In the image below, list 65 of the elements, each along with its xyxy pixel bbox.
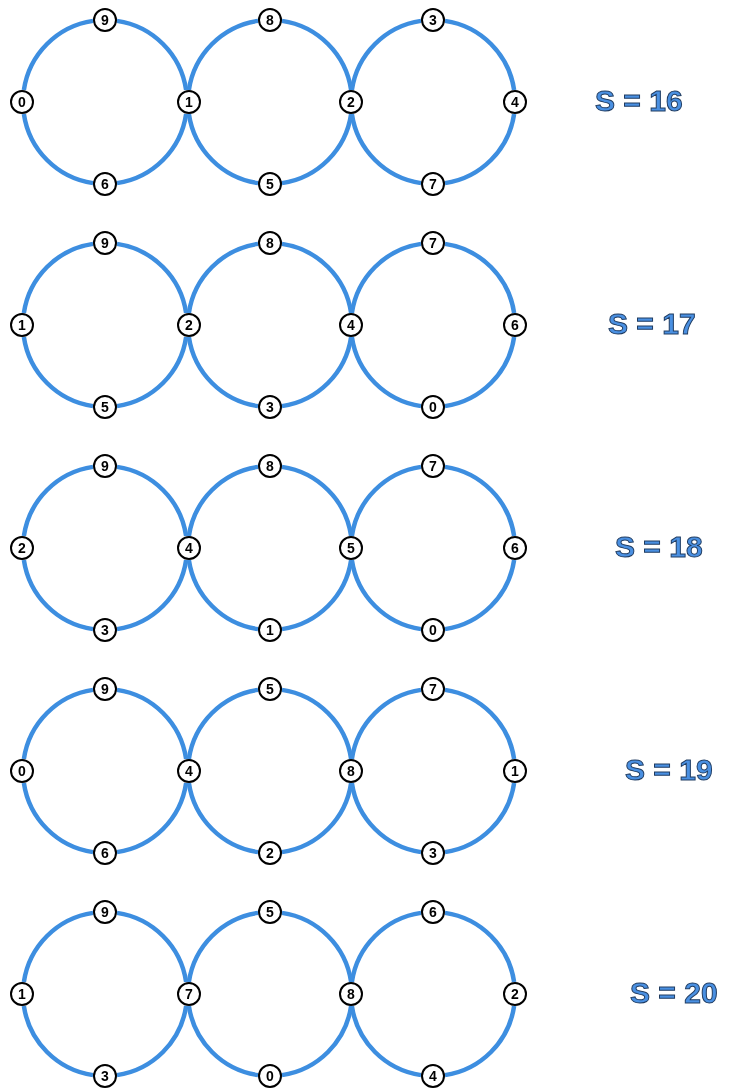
ring-arc <box>281 687 354 760</box>
ring-arc <box>186 910 259 983</box>
ring-arc <box>281 559 354 632</box>
ring-arc <box>21 1005 94 1078</box>
ring-arc <box>21 559 94 632</box>
ring-arc <box>186 464 259 537</box>
ring-arc <box>444 782 517 855</box>
ring-arc <box>349 1005 422 1078</box>
ring-arc <box>444 336 517 409</box>
ring-arc <box>349 910 422 983</box>
ring-arc <box>281 464 354 537</box>
ring-arc <box>21 782 94 855</box>
ring-arc <box>21 336 94 409</box>
ring-arc <box>116 559 189 632</box>
ring-arc <box>281 18 354 91</box>
ring-arc <box>116 336 189 409</box>
ring-arc <box>444 910 517 983</box>
ring-arc <box>21 687 94 760</box>
ring-arc <box>349 113 422 186</box>
ring-arc <box>186 782 259 855</box>
ring-arc <box>21 18 94 91</box>
ring-arc <box>444 241 517 314</box>
ring-arc <box>281 336 354 409</box>
ring-arc <box>116 241 189 314</box>
ring-arc <box>116 18 189 91</box>
ring-arc <box>281 113 354 186</box>
ring-arc <box>444 18 517 91</box>
ring-arc <box>444 687 517 760</box>
ring-arc <box>349 336 422 409</box>
ring-arc <box>21 113 94 186</box>
ring-arc <box>21 241 94 314</box>
ring-arc <box>116 782 189 855</box>
sum-label: S = 18 <box>615 532 703 562</box>
ring-arc <box>186 18 259 91</box>
ring-arc <box>349 241 422 314</box>
ring-arc <box>186 113 259 186</box>
ring-arc <box>281 241 354 314</box>
ring-arc <box>186 1005 259 1078</box>
ring-arc <box>116 687 189 760</box>
ring-arc <box>349 18 422 91</box>
ring-arc <box>186 241 259 314</box>
ring-arc <box>186 687 259 760</box>
ring-arc <box>444 1005 517 1078</box>
sum-label: S = 20 <box>630 978 718 1008</box>
ring-arc <box>21 464 94 537</box>
ring-arc <box>116 464 189 537</box>
ring-arc <box>281 910 354 983</box>
ring-arc <box>186 559 259 632</box>
ring-arc <box>116 910 189 983</box>
ring-arc <box>444 464 517 537</box>
ring-arc <box>21 910 94 983</box>
ring-arc <box>349 464 422 537</box>
ring-arc <box>186 336 259 409</box>
sum-label: S = 19 <box>625 755 713 785</box>
ring-arc <box>349 782 422 855</box>
sum-label: S = 16 <box>595 86 683 116</box>
ring-arc <box>116 1005 189 1078</box>
ring-arc <box>281 1005 354 1078</box>
ring-arc <box>116 113 189 186</box>
ring-arc <box>444 559 517 632</box>
ring-arc <box>444 113 517 186</box>
ring-arc <box>349 687 422 760</box>
ring-arc <box>349 559 422 632</box>
sum-label: S = 17 <box>608 309 696 339</box>
ring-arc <box>281 782 354 855</box>
